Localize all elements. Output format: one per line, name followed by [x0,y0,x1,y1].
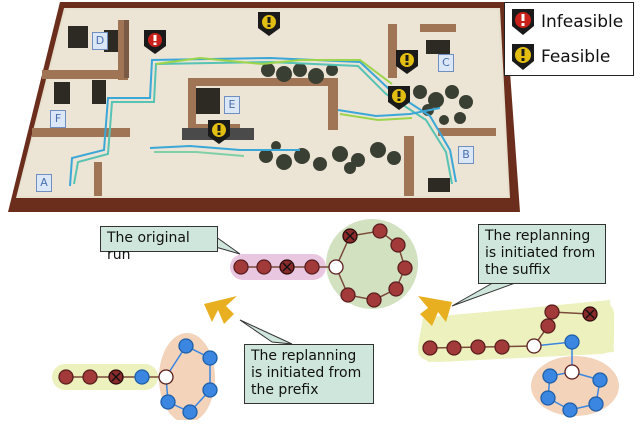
graph-node [470,339,486,355]
graph-node [564,334,580,350]
callout-line: The replanning [251,348,357,364]
graph-node [340,287,356,303]
graph-node [202,382,218,398]
room-label: E [224,96,240,114]
callout-line: is initiated from [485,245,596,261]
graph-node [158,369,174,385]
feasible-marker-icon [208,120,230,144]
room-label: D [92,32,108,50]
infeasible-marker-icon [144,30,166,54]
conflict-mark-icon [282,262,292,272]
graph-node [588,396,604,412]
conflict-mark-icon [585,309,595,319]
graph-node [390,237,406,253]
graph-node [542,368,558,384]
map [8,2,520,212]
feasible-marker-icon [388,86,410,110]
conflict-mark-icon [111,372,121,382]
callout-original-run: The original run [100,226,218,263]
graph-node [422,340,438,356]
feasible-marker-icon [512,44,534,70]
graph-node [366,292,382,308]
graph-node [562,402,578,418]
graph-node [544,304,560,320]
feasible-marker-icon [258,12,280,36]
graph-node [540,318,556,334]
graph-node [304,259,320,275]
callout-line: the suffix [485,262,551,278]
graph-node [160,394,176,410]
graph-node [540,390,556,406]
legend-label: Infeasible [541,12,624,32]
callout-line: The replanning [485,228,591,244]
graph-node [182,404,198,420]
graph-node [564,364,580,380]
graph-node [494,339,510,355]
graph-node [82,369,98,385]
graph-node [388,281,404,297]
graph-node [202,350,218,366]
graph-node [372,223,388,239]
callout-text: The original run [107,230,190,263]
graph-node [233,259,249,275]
graph-node [446,340,462,356]
graph-node [592,372,608,388]
callout-suffix: The replanning is initiated from the suf… [478,224,606,284]
feasible-marker-icon [396,50,418,74]
graph-node [256,259,272,275]
graph-node [526,338,542,354]
legend-item-feasible: Feasible [511,41,610,73]
graph-node [58,369,74,385]
conflict-mark-icon [345,231,355,241]
arrow-icon [204,296,237,324]
graph-node [328,259,344,275]
callout-prefix: The replanning is initiated from the pre… [244,344,374,404]
room-label: C [438,54,454,72]
room-label: A [36,174,52,192]
room-label: B [458,146,474,164]
graph-node [397,260,413,276]
legend: Infeasible Feasible [504,2,634,76]
callout-line: is initiated from [251,365,362,381]
arrow-icon [418,296,452,326]
legend-label: Feasible [541,47,611,67]
legend-item-infeasible: Infeasible [511,6,623,38]
room-label: F [50,110,66,128]
graph-node [134,369,150,385]
infeasible-marker-icon [512,9,534,35]
nodes [58,223,608,420]
graph-node [178,338,194,354]
callout-line: the prefix [251,382,319,398]
